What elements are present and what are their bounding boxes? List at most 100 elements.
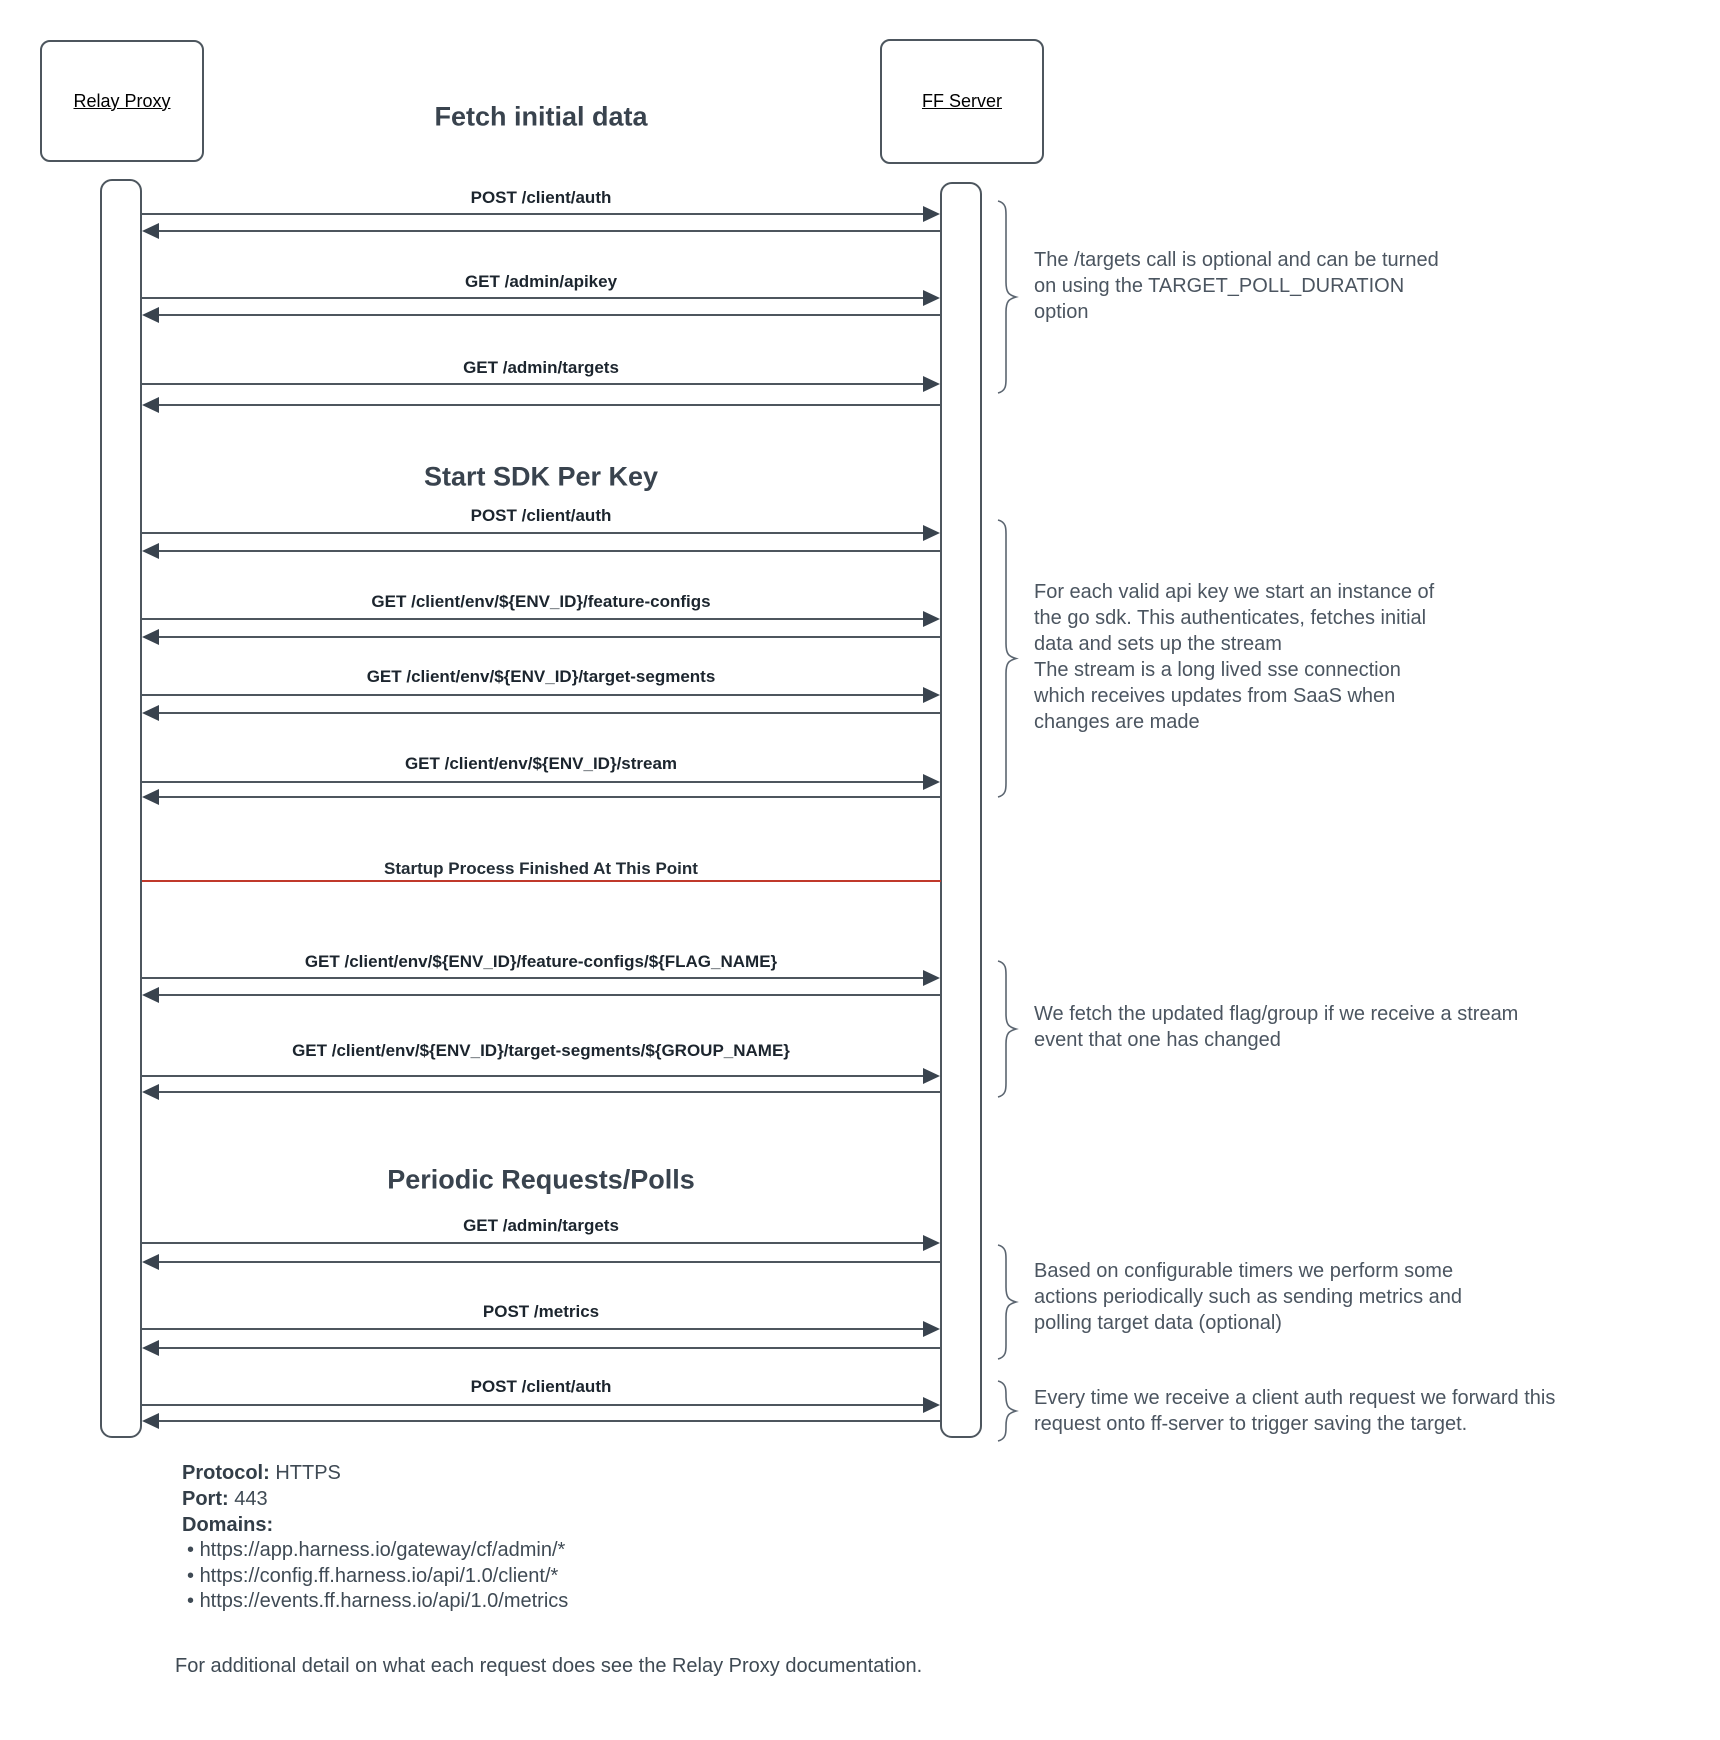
arrowhead-right-icon	[923, 206, 940, 222]
message-label: POST /client/auth	[470, 1377, 612, 1396]
annotation-line: on using the TARGET_POLL_DURATION	[1034, 275, 1405, 297]
message-label: GET /client/env/${ENV_ID}/target-segment…	[366, 667, 716, 686]
arrowhead-left-icon	[142, 1413, 159, 1429]
arrowhead-left-icon	[142, 987, 159, 1003]
annotation-line: event that one has changed	[1034, 1029, 1281, 1051]
arrow-line	[156, 712, 940, 714]
arrow-line	[156, 1091, 940, 1093]
arrow-line	[156, 404, 940, 406]
arrow-line	[156, 550, 940, 552]
message-label: GET /client/env/${ENV_ID}/feature-config…	[304, 952, 778, 971]
protocol-value: HTTPS	[269, 1462, 341, 1484]
port-label: Port:	[182, 1488, 229, 1510]
domains-label: Domains:	[182, 1514, 274, 1536]
message-label: GET /admin/targets	[463, 358, 619, 377]
annotation-line: polling target data (optional)	[1034, 1312, 1282, 1334]
message-label: GET /admin/targets	[463, 1216, 619, 1235]
arrowhead-right-icon	[923, 611, 940, 627]
lifeline-bar-relay-proxy	[100, 179, 142, 1438]
arrowhead-right-icon	[923, 1397, 940, 1413]
arrowhead-right-icon	[923, 1235, 940, 1251]
section-heading-start-sdk: Start SDK Per Key	[423, 461, 659, 492]
arrow-line	[142, 694, 926, 696]
arrow-line	[142, 297, 926, 299]
brace-icon	[997, 200, 1019, 394]
arrow-line	[142, 618, 926, 620]
message-label: POST /client/auth	[470, 506, 612, 525]
arrowhead-left-icon	[142, 307, 159, 323]
arrow-line	[142, 781, 926, 783]
message-label: GET /client/env/${ENV_ID}/feature-config…	[371, 592, 711, 611]
arrowhead-left-icon	[142, 629, 159, 645]
arrow-line	[156, 1420, 940, 1422]
arrow-line	[142, 977, 926, 979]
arrowhead-left-icon	[142, 1084, 159, 1100]
port-row: Port: 443	[182, 1486, 568, 1512]
arrow-line	[156, 314, 940, 316]
footer-note: For additional detail on what each reque…	[175, 1655, 923, 1677]
protocol-label: Protocol:	[182, 1462, 270, 1484]
message-label: GET /admin/apikey	[464, 272, 618, 291]
annotation-client-auth-forward: Every time we receive a client auth requ…	[1034, 1385, 1594, 1437]
annotation-line: We fetch the updated flag/group if we re…	[1034, 1003, 1519, 1025]
arrowhead-left-icon	[142, 397, 159, 413]
arrowhead-right-icon	[923, 290, 940, 306]
brace-icon	[997, 1380, 1019, 1442]
annotation-line: actions periodically such as sending met…	[1034, 1286, 1462, 1308]
arrowhead-left-icon	[142, 223, 159, 239]
arrowhead-left-icon	[142, 543, 159, 559]
message-label: GET /client/env/${ENV_ID}/stream	[404, 754, 678, 773]
arrowhead-right-icon	[923, 687, 940, 703]
arrowhead-left-icon	[142, 1340, 159, 1356]
annotation-line: data and sets up the stream	[1034, 633, 1282, 655]
arrowhead-right-icon	[923, 1068, 940, 1084]
port-value: 443	[228, 1488, 268, 1510]
actor-ff-server-label: FF Server	[921, 91, 1002, 111]
message-label: POST /metrics	[482, 1302, 600, 1321]
brace-icon	[997, 519, 1019, 798]
domain-list: https://app.harness.io/gateway/cf/admin/…	[182, 1538, 569, 1615]
annotation-timers: Based on configurable timers we perform …	[1034, 1258, 1594, 1336]
brace-icon	[997, 1244, 1019, 1360]
annotation-line: option	[1034, 301, 1089, 323]
annotation-line: Every time we receive a client auth requ…	[1034, 1387, 1556, 1409]
arrow-line	[156, 230, 940, 232]
arrow-line	[156, 994, 940, 996]
arrowhead-left-icon	[142, 705, 159, 721]
diagram-title: Fetch initial data	[434, 101, 648, 132]
arrow-line	[142, 383, 926, 385]
arrowhead-right-icon	[923, 774, 940, 790]
arrowhead-left-icon	[142, 789, 159, 805]
arrow-line	[142, 213, 926, 215]
arrowhead-left-icon	[142, 1254, 159, 1270]
connection-details: Protocol: HTTPS Port: 443 Domains: https…	[182, 1460, 568, 1615]
message-label: GET /client/env/${ENV_ID}/target-segment…	[292, 1041, 790, 1060]
arrow-line	[156, 796, 940, 798]
arrowhead-right-icon	[923, 1321, 940, 1337]
arrowhead-right-icon	[923, 376, 940, 392]
domain-item: https://config.ff.harness.io/api/1.0/cli…	[182, 1564, 568, 1590]
annotation-line: changes are made	[1034, 711, 1200, 733]
arrowhead-right-icon	[923, 970, 940, 986]
arrowhead-right-icon	[923, 525, 940, 541]
annotation-line: request onto ff-server to trigger saving…	[1034, 1413, 1468, 1435]
arrow-line	[142, 1328, 926, 1330]
message-label: POST /client/auth	[470, 188, 612, 207]
annotation-line: The stream is a long lived sse connectio…	[1034, 659, 1401, 681]
annotation-line: Based on configurable timers we perform …	[1034, 1260, 1454, 1282]
actor-relay-proxy-label: Relay Proxy	[73, 90, 171, 111]
actor-relay-proxy: Relay Proxy	[40, 40, 204, 162]
arrow-line	[156, 1261, 940, 1263]
arrow-line	[142, 1242, 926, 1244]
annotation-stream-event: We fetch the updated flag/group if we re…	[1034, 1001, 1594, 1053]
annotation-line: the go sdk. This authenticates, fetches …	[1034, 607, 1427, 629]
annotation-line: The /targets call is optional and can be…	[1034, 249, 1439, 271]
startup-finished-line	[142, 880, 941, 882]
arrow-line	[142, 532, 926, 534]
arrow-line	[156, 636, 940, 638]
brace-icon	[997, 960, 1019, 1098]
annotation-targets-optional: The /targets call is optional and can be…	[1034, 247, 1594, 325]
arrow-line	[156, 1347, 940, 1349]
domain-item: https://app.harness.io/gateway/cf/admin/…	[182, 1538, 568, 1564]
